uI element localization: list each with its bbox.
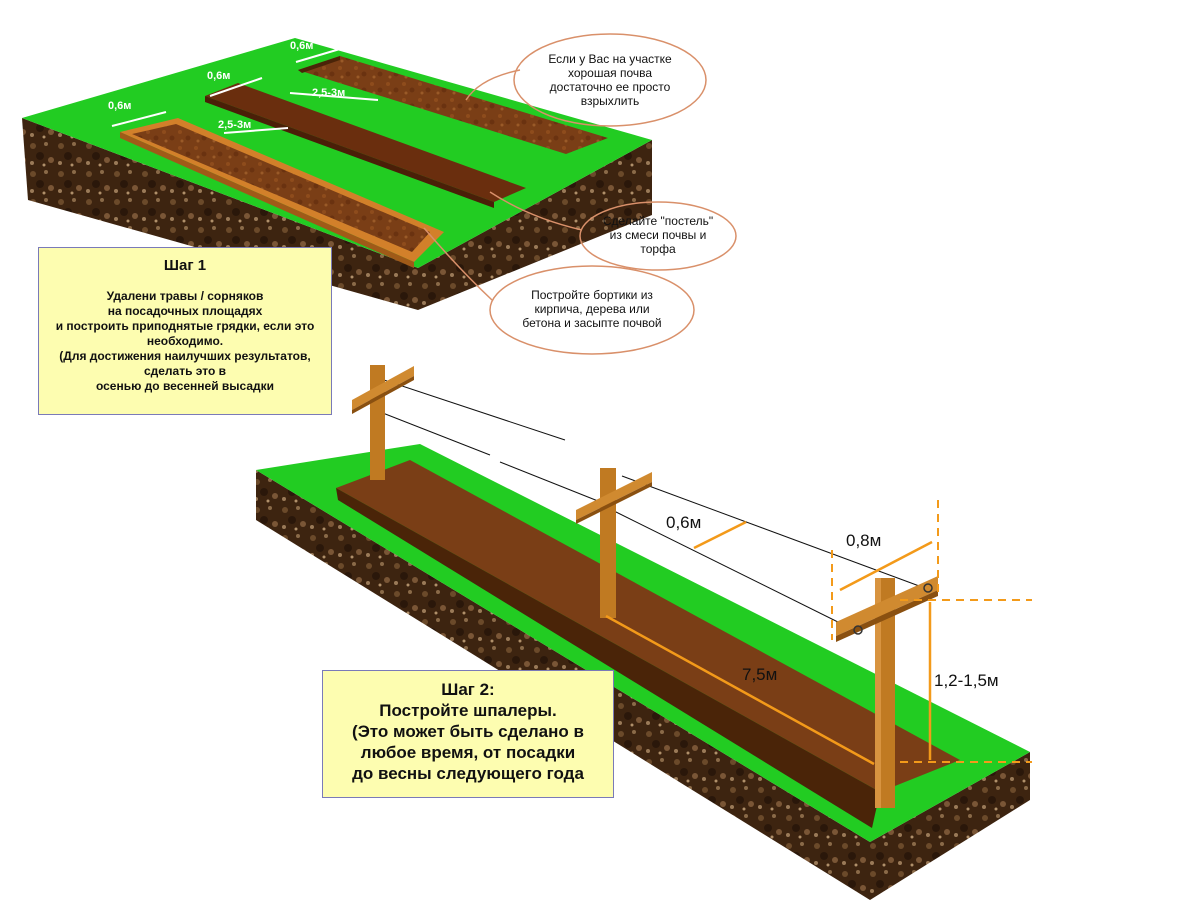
step2-title: Шаг 2: <box>441 680 495 699</box>
label-row-spacing: 0,6м <box>666 513 701 532</box>
bubble-soil-outline <box>513 33 707 127</box>
bubble-bed-outline <box>579 201 737 271</box>
step2-line: до весны следующего года <box>352 764 584 783</box>
top-label-bed-front: 2,5-3м <box>218 119 251 131</box>
dim-post-spacing <box>605 614 875 766</box>
label-crossbar-width: 0,8м <box>846 531 881 550</box>
bottom-planting-bed-top <box>336 460 960 792</box>
step2-line: (Это может быть сделано в <box>352 722 584 741</box>
step1-line: (Для достижения наилучших результатов, <box>59 349 311 363</box>
label-post-height: 1,2-1,5м <box>934 671 999 690</box>
label-post-spacing: 7,5м <box>742 665 777 684</box>
trellis-dimension-lines <box>605 520 933 766</box>
top-label-path-front: 0,6м <box>108 100 131 112</box>
top-label-path-back: 0,6м <box>290 40 313 52</box>
step2-line: любое время, от посадки <box>360 743 576 762</box>
bubble-soil-line: Если у Вас на участке <box>548 52 672 66</box>
bubble-bed-line: торфа <box>640 242 676 256</box>
bubble-bed-pointer <box>489 191 583 231</box>
bubble-border-pointer <box>423 227 493 301</box>
step2-note: Шаг 2: Постройте шпалеры. (Это может быт… <box>322 670 614 798</box>
top-ground-side-face <box>418 140 652 310</box>
dim-crossbar <box>839 540 933 592</box>
bubble-bed-line: из смеси почвы и <box>609 228 707 242</box>
bubble-border-outline <box>489 265 695 355</box>
step1-title: Шаг 1 <box>163 257 207 274</box>
bubble-bed: Сделайте "постель" из смеси почвы и торф… <box>588 214 728 256</box>
bubble-soil-line: достаточно ее просто <box>549 80 671 94</box>
step1-line: осенью до весенней высадки <box>95 379 275 393</box>
back-loosened-area <box>298 56 608 154</box>
trellis-post-back <box>352 365 414 480</box>
callout-bubbles <box>423 33 737 355</box>
top-label-path-mid: 0,6м <box>207 70 230 82</box>
step1-line: сделать это в <box>143 364 227 378</box>
top-label-bed-mid: 2,5-3м <box>312 87 345 99</box>
bubble-soil-pointer <box>465 69 521 101</box>
top-grass-surface <box>22 38 652 268</box>
step2-line: Постройте шпалеры. <box>379 701 557 720</box>
step1-line: необходимо. <box>146 334 224 348</box>
top-dimension-arrows <box>111 45 379 134</box>
bubble-soil-line: взрыхлить <box>580 94 640 108</box>
trellis-post-middle <box>576 468 652 618</box>
dim-row-spacing <box>693 520 747 550</box>
step1-line: Удалени травы / сорняков <box>106 289 264 303</box>
bubble-soil-line: хорошая почва <box>567 66 653 80</box>
bubble-border-line: кирпича, дерева или <box>534 302 650 316</box>
bubble-border-line: Постройте бортики из <box>531 288 653 302</box>
trellis-guide-lines <box>831 500 1032 763</box>
step1-line: на посадочных площадях <box>107 304 263 318</box>
step1-note: Шаг 1 Удалени травы / сорняков на посадо… <box>38 247 332 415</box>
middle-raised-bed <box>205 83 526 202</box>
bottom-ground-side-face <box>870 752 1030 900</box>
bottom-planting-bed-side <box>336 488 880 828</box>
bubble-border-line: бетона и засыпте почвой <box>522 316 662 330</box>
bubble-bed-line: Сделайте "постель" <box>602 214 714 228</box>
bubble-soil: Если у Вас на участке хорошая почва дост… <box>530 52 690 108</box>
bubble-border: Постройте бортики из кирпича, дерева или… <box>502 288 682 330</box>
trellis-post-front <box>836 576 938 808</box>
step1-line: и построить приподнятые грядки, если это <box>55 319 315 333</box>
